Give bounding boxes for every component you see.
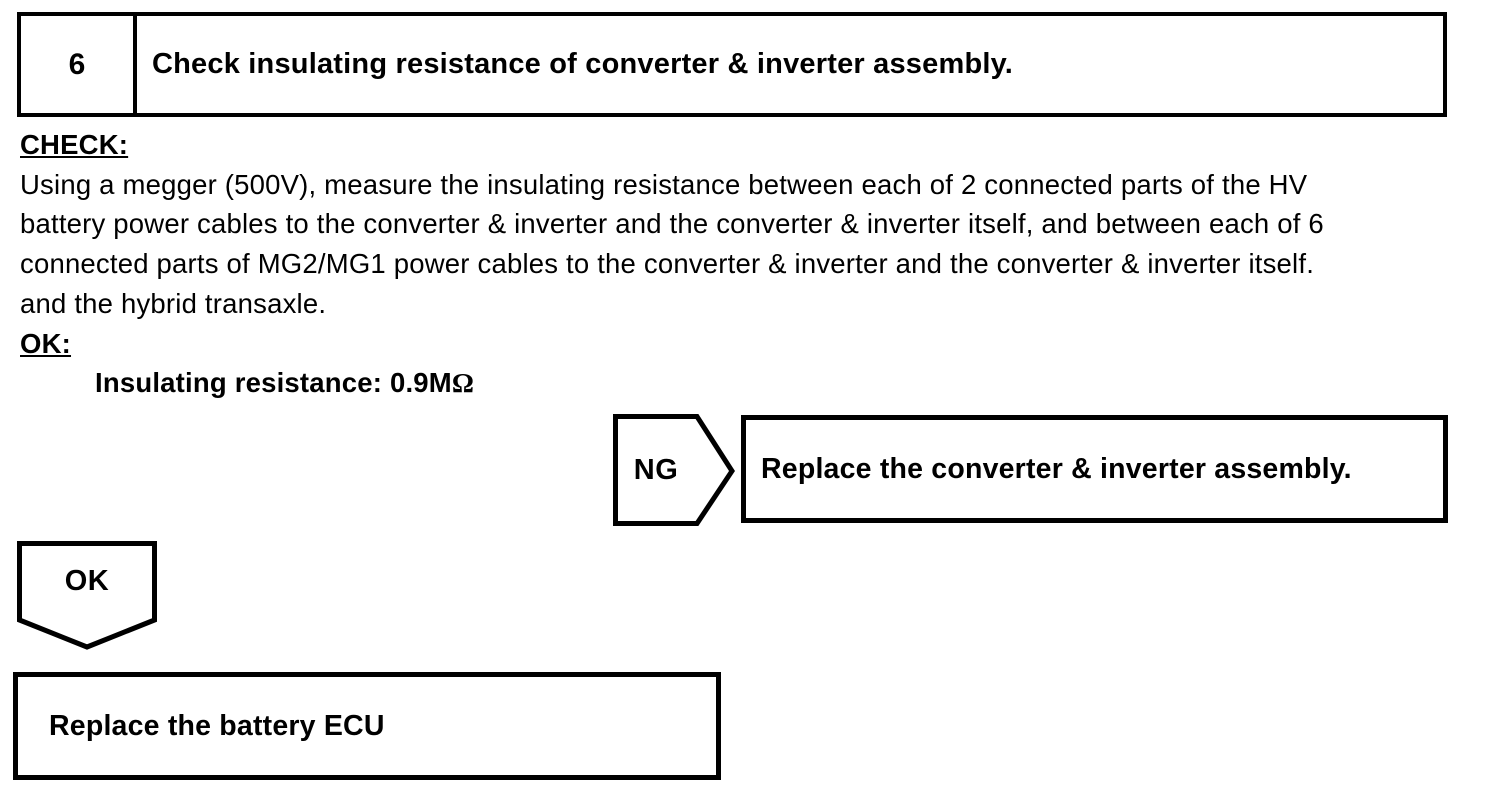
omega-symbol: Ω	[451, 367, 475, 399]
ok-label: OK:	[20, 327, 72, 359]
step-number: 6	[21, 16, 137, 113]
ng-action-text: Replace the converter & inverter assembl…	[761, 452, 1352, 485]
ok-connector-label: OK	[64, 564, 110, 597]
ng-action-box: Replace the converter & inverter assembl…	[741, 415, 1448, 523]
ok-arrow-shape	[17, 541, 157, 650]
ng-connector: NG	[613, 414, 735, 526]
check-text-line-2: battery power cables to the converter & …	[20, 208, 1324, 240]
check-text-line-4: and the hybrid transaxle.	[20, 287, 327, 319]
check-text-line-1: Using a megger (500V), measure the insul…	[20, 168, 1308, 200]
check-text-line-3: connected parts of MG2/MG1 power cables …	[20, 248, 1315, 280]
spec-value: Insulating resistance: 0.9M	[95, 367, 452, 399]
check-label: CHECK:	[20, 129, 129, 160]
instruction-text: CHECK: Using a megger (500V), measure th…	[20, 125, 1468, 403]
spec-line: Insulating resistance: 0.9MΩ	[20, 363, 1468, 403]
ok-connector: OK	[17, 541, 157, 651]
step-title: Check insulating resistance of converter…	[152, 48, 1014, 80]
ng-arrow-shape	[613, 414, 735, 526]
step-header: 6 Check insulating resistance of convert…	[17, 12, 1447, 117]
ok-action-text: Replace the battery ECU	[49, 709, 385, 742]
ng-connector-label: NG	[633, 453, 679, 486]
ok-action-box: Replace the battery ECU	[13, 672, 721, 780]
